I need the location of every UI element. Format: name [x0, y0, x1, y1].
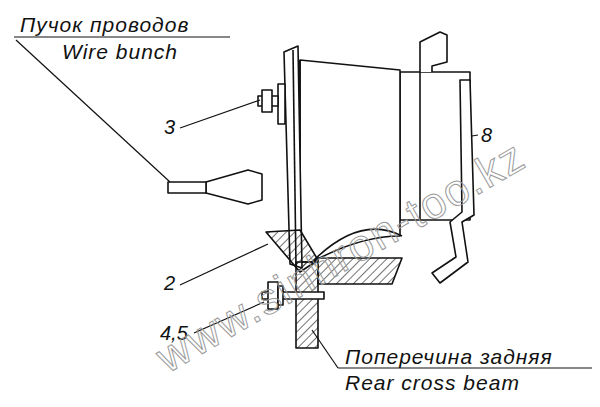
top-bracket	[420, 32, 447, 72]
gasket	[278, 84, 285, 124]
watermark: www.sinhron-too.kz	[148, 131, 534, 382]
part-name: Поперечина задняя	[345, 345, 553, 368]
wire-bunch	[168, 182, 206, 193]
part-name: Rear cross beam	[345, 371, 520, 394]
leader-line	[180, 100, 260, 128]
leader-line	[312, 330, 338, 368]
callout-number: 3	[164, 116, 175, 138]
callout-number: 2	[164, 272, 175, 294]
part-name: Пучок проводов	[20, 13, 189, 36]
nut	[262, 90, 272, 112]
leader-line	[472, 135, 478, 136]
callout-number: 8	[481, 124, 492, 146]
part-name: Wire bunch	[62, 40, 178, 63]
grommet	[206, 170, 262, 204]
label-underline	[14, 36, 230, 37]
